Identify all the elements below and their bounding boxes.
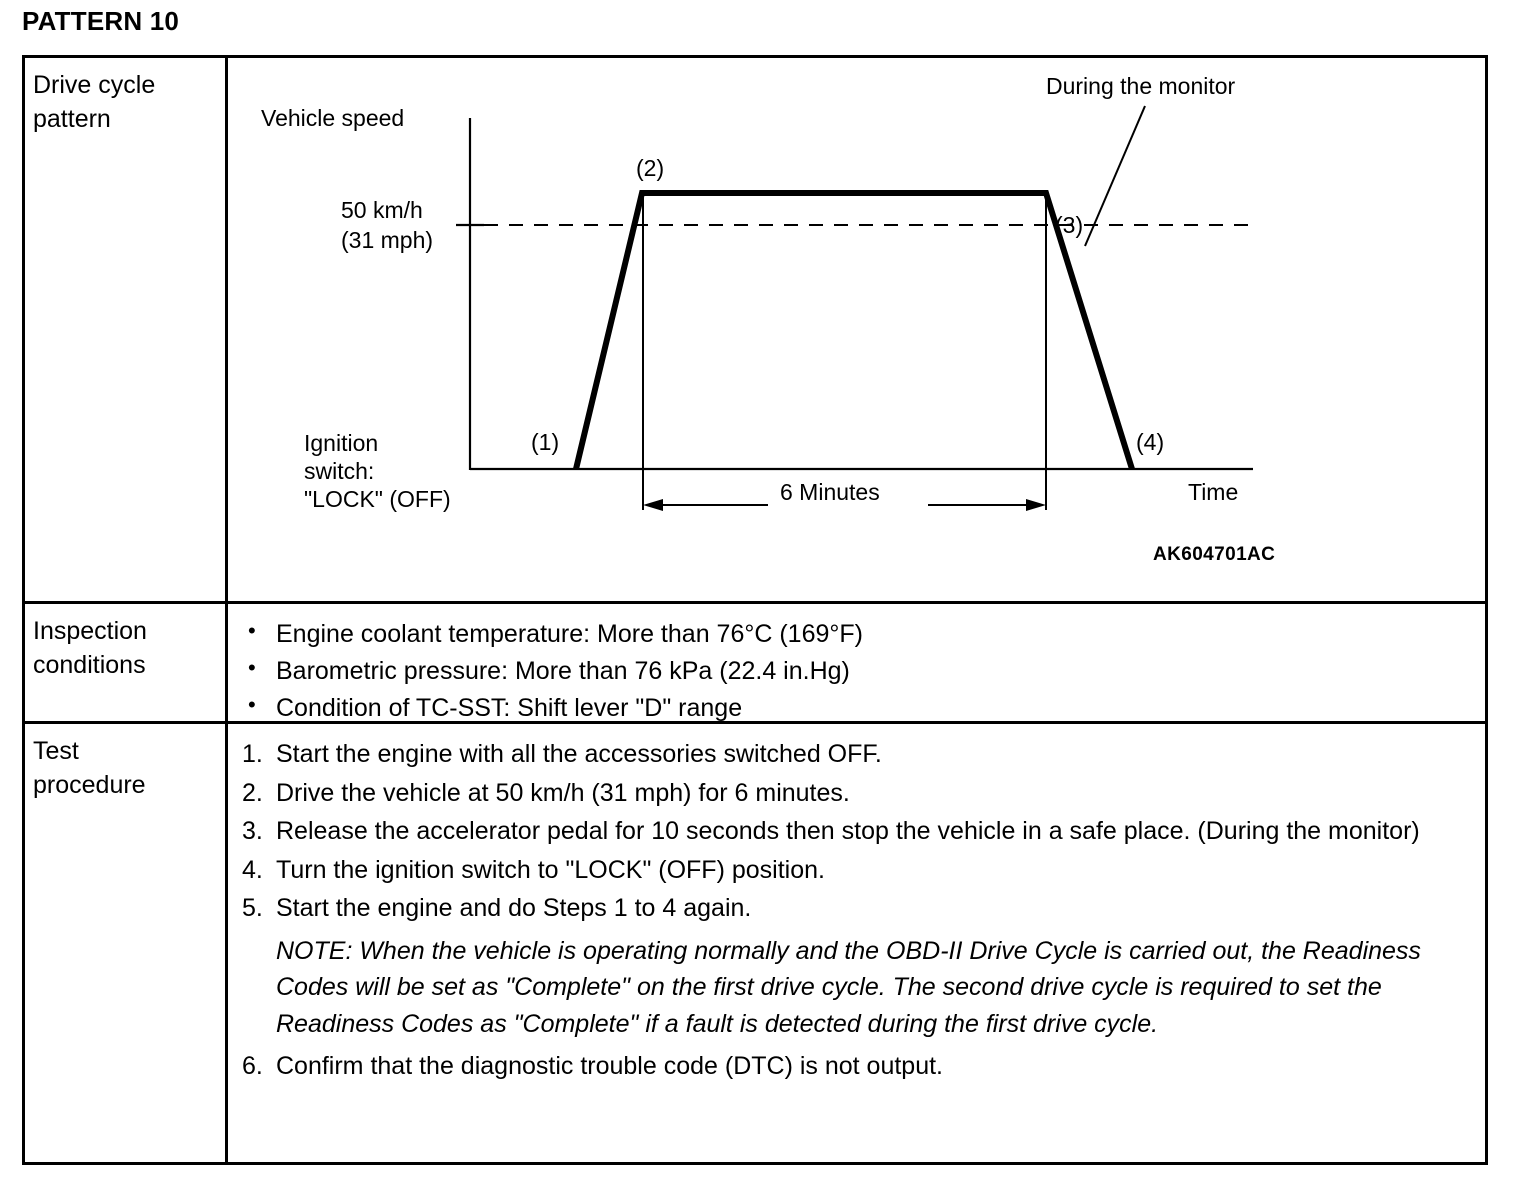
row-label-line: Inspection bbox=[33, 617, 147, 645]
inspection-conditions-cell: Engine coolant temperature: More than 76… bbox=[228, 604, 1485, 722]
drive-cycle-chart: Vehicle speed 50 km/h (31 mph) Ignition … bbox=[228, 58, 1485, 601]
test-procedure-list: 1. Start the engine with all the accesso… bbox=[228, 724, 1485, 1085]
row-label-line: Test bbox=[33, 737, 79, 765]
point-label-1: (1) bbox=[531, 429, 559, 455]
point-label-4: (4) bbox=[1136, 429, 1164, 455]
step-number: 4. bbox=[242, 855, 263, 884]
ignition-label-line-2: switch: bbox=[304, 458, 374, 484]
duration-arrowhead-left bbox=[643, 499, 663, 511]
drive-cycle-svg: Vehicle speed 50 km/h (31 mph) Ignition … bbox=[261, 73, 1275, 565]
list-item: Condition of TC-SST: Shift lever "D" ran… bbox=[248, 689, 1485, 727]
step-text: Turn the ignition switch to "LOCK" (OFF)… bbox=[276, 855, 825, 884]
table-row-inspection-conditions: Inspection conditions Engine coolant tem… bbox=[25, 601, 1485, 722]
step-text: Release the accelerator pedal for 10 sec… bbox=[276, 817, 1420, 845]
row-label-inspection-conditions: Inspection conditions bbox=[25, 604, 228, 721]
drive-cycle-diagram-cell: Vehicle speed 50 km/h (31 mph) Ignition … bbox=[228, 58, 1485, 601]
page-title: PATTERN 10 bbox=[22, 6, 180, 36]
inspection-conditions-list: Engine coolant temperature: More than 76… bbox=[228, 604, 1485, 727]
step-text: Start the engine and do Steps 1 to 4 aga… bbox=[276, 894, 752, 922]
table-row-drive-cycle-pattern: Drive cycle pattern Vehicle speed 50 km/… bbox=[25, 58, 1485, 601]
list-item: 1. Start the engine with all the accesso… bbox=[242, 736, 1485, 773]
step-text: Confirm that the diagnostic trouble code… bbox=[276, 1052, 943, 1080]
row-label-line: Drive cycle bbox=[33, 71, 156, 99]
test-procedure-cell: 1. Start the engine with all the accesso… bbox=[228, 724, 1485, 1165]
step-text: Start the engine with all the accessorie… bbox=[276, 740, 882, 768]
speed-label-mph: (31 mph) bbox=[341, 227, 433, 253]
monitor-callout-leader-line bbox=[1084, 105, 1146, 247]
step-number: 2. bbox=[242, 778, 263, 807]
step-number: 5. bbox=[242, 894, 263, 922]
row-label-line: conditions bbox=[33, 651, 146, 679]
table-row-test-procedure: Test procedure 1. Start the engine with … bbox=[25, 721, 1485, 1165]
list-item: 6. Confirm that the diagnostic trouble c… bbox=[242, 1048, 1485, 1085]
duration-label-backdrop bbox=[768, 478, 928, 506]
procedure-note: NOTE: When the vehicle is operating norm… bbox=[276, 936, 1421, 1038]
figure-code: AK604701AC bbox=[1153, 544, 1275, 565]
specification-table: Drive cycle pattern Vehicle speed 50 km/… bbox=[22, 55, 1488, 1165]
point-label-2: (2) bbox=[636, 155, 664, 181]
list-item: Engine coolant temperature: More than 76… bbox=[248, 615, 1485, 653]
monitor-callout-label: During the monitor bbox=[1046, 73, 1236, 99]
duration-arrowhead-right bbox=[1026, 499, 1046, 511]
list-item: 2. Drive the vehicle at 50 km/h (31 mph)… bbox=[242, 775, 1485, 812]
step-number: 6. bbox=[242, 1052, 263, 1080]
y-axis-label: Vehicle speed bbox=[261, 105, 404, 131]
step-text: Drive the vehicle at 50 km/h (31 mph) fo… bbox=[276, 778, 850, 807]
row-label-line: procedure bbox=[33, 771, 146, 799]
ignition-label-line-1: Ignition bbox=[304, 430, 378, 456]
duration-label: 6 Minutes bbox=[780, 479, 880, 505]
list-item: 3. Release the accelerator pedal for 10 … bbox=[242, 813, 1485, 850]
list-item: Barometric pressure: More than 76 kPa (2… bbox=[248, 652, 1485, 690]
row-label-test-procedure: Test procedure bbox=[25, 724, 228, 1165]
row-label-drive-cycle-pattern: Drive cycle pattern bbox=[25, 58, 228, 601]
list-item: 5. Start the engine and do Steps 1 to 4 … bbox=[242, 890, 1485, 927]
step-number: 1. bbox=[242, 740, 263, 768]
x-axis-label: Time bbox=[1188, 479, 1238, 505]
vehicle-speed-trace bbox=[573, 190, 1135, 470]
list-item: 4. Turn the ignition switch to "LOCK" (O… bbox=[242, 852, 1485, 889]
ignition-label-line-3: "LOCK" (OFF) bbox=[304, 486, 451, 512]
row-label-line: pattern bbox=[33, 105, 111, 133]
point-label-3: (3) bbox=[1055, 212, 1083, 238]
step-number: 3. bbox=[242, 817, 263, 845]
speed-label-kmh: 50 km/h bbox=[341, 197, 423, 223]
